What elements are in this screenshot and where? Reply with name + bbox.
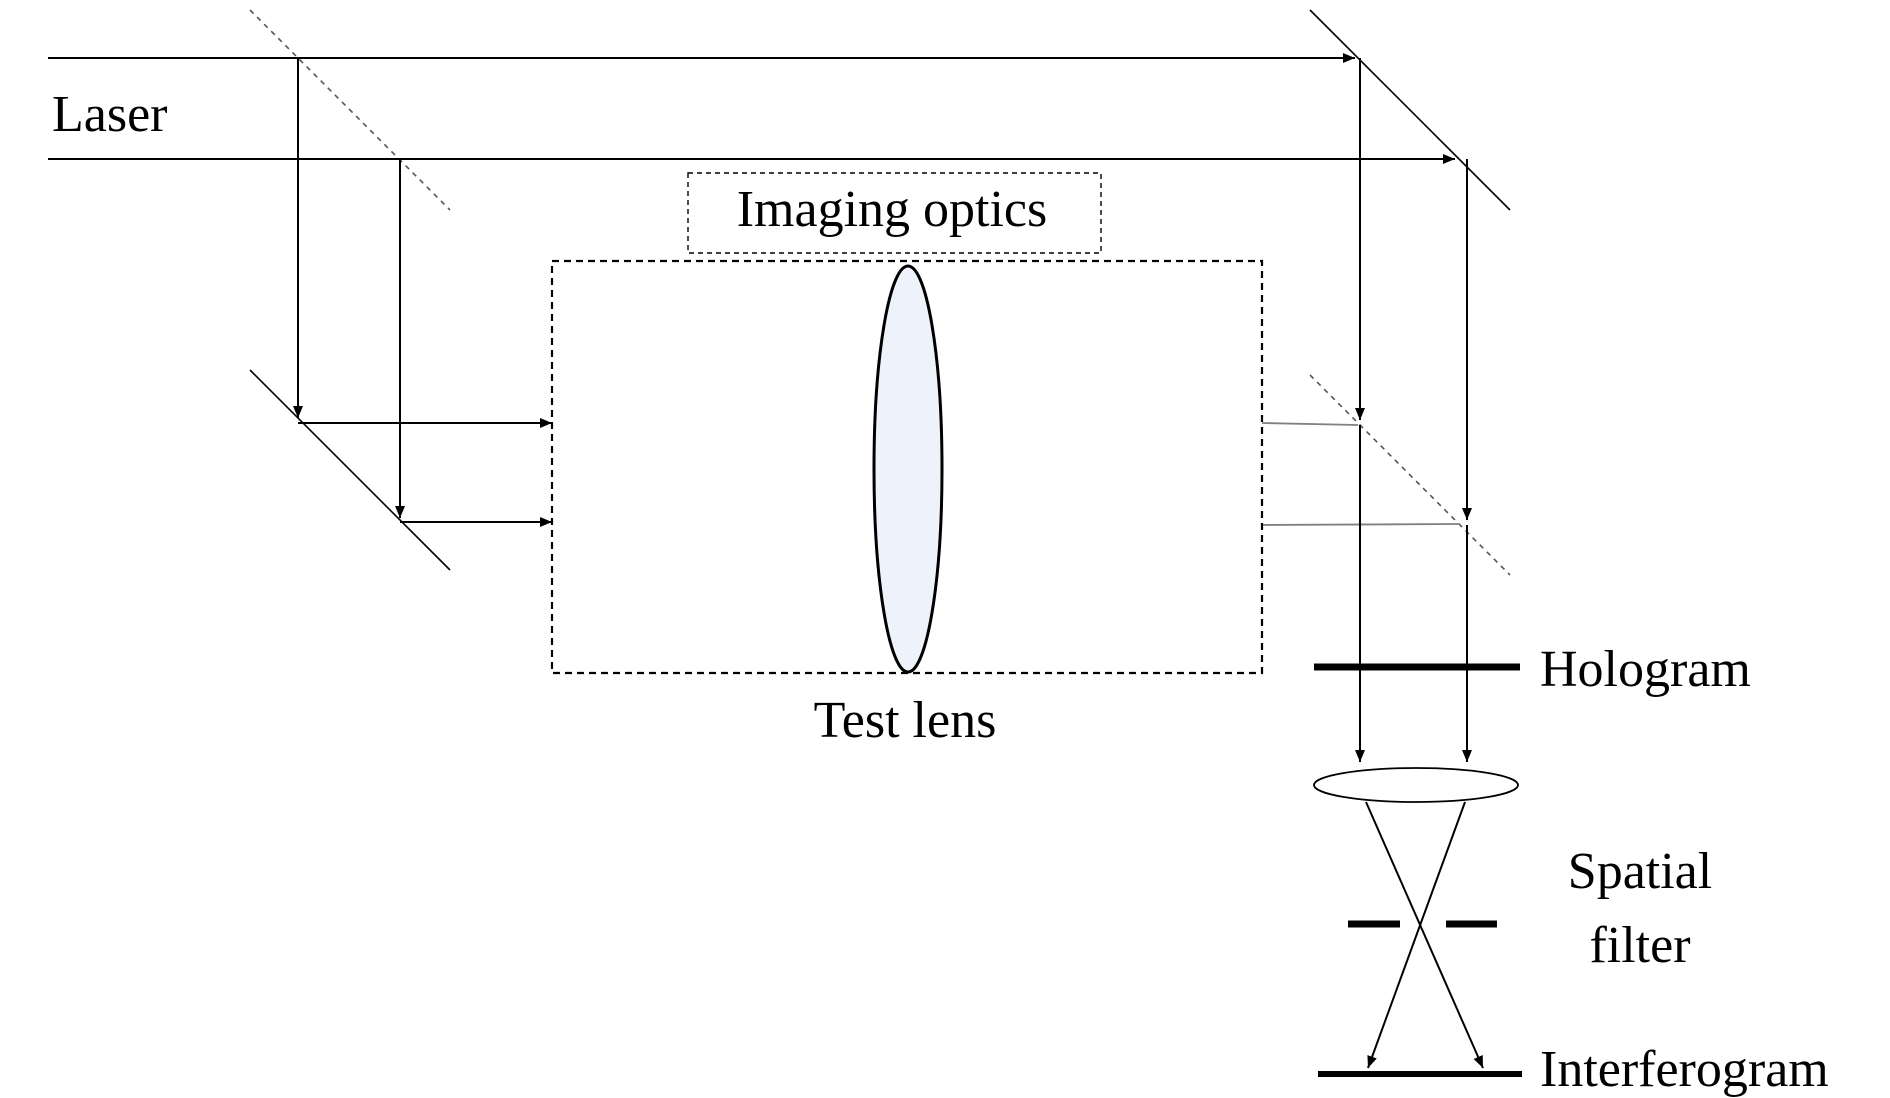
hologram-label: Hologram <box>1540 641 1751 698</box>
interferogram-label: Interferogram <box>1540 1041 1829 1098</box>
mirror-bottom-left <box>249 369 451 571</box>
test-lens <box>872 264 944 674</box>
spatial-filter-label-line2: filter <box>1589 917 1690 974</box>
mirror-top-right <box>1309 9 1511 211</box>
filtered-beam-2 <box>1367 801 1466 1069</box>
filtered-beam-1 <box>1365 801 1484 1069</box>
imaging-optics-label: Imaging optics <box>737 181 1048 238</box>
focusing-lens <box>1313 767 1519 803</box>
test-lens-label: Test lens <box>814 692 997 749</box>
beam-splitter-top-left <box>249 9 451 211</box>
imaging-optics-label-box <box>687 172 1102 254</box>
object-beam-exit-1 <box>1261 422 1359 426</box>
beam-splitter-right <box>1309 374 1511 576</box>
spatial-filter-label-line1: Spatial <box>1568 843 1712 900</box>
laser-label: Laser <box>52 86 167 143</box>
